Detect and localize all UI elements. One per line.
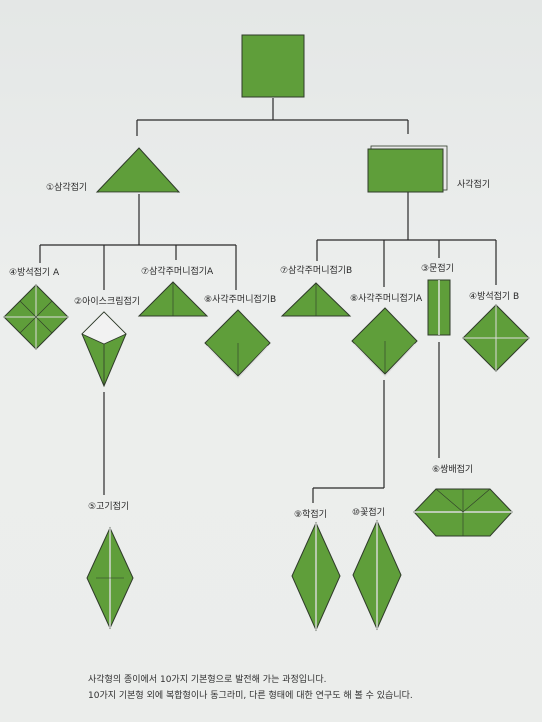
triangle-fold-shape <box>95 147 181 194</box>
label-door-fold: ③문접기 <box>421 264 454 274</box>
label-cushion-fold-a: ④방석접기 A <box>9 268 60 278</box>
fish-fold-shape <box>86 526 134 630</box>
label-crane-fold: ⑨학접기 <box>294 510 327 520</box>
caption-line-2: 10가지 기본형 외에 복합형이나 동그라미, 다른 형태에 대한 연구도 해 … <box>88 691 413 701</box>
triangle-pouch-b-shape <box>280 282 352 319</box>
label-square-fold: 사각접기 <box>457 180 491 190</box>
label-square-pouch-b: ⑧사각주머니접기B <box>204 295 277 305</box>
label-flower-fold: ⑩꽃접기 <box>352 508 385 518</box>
icecream-fold-shape <box>81 311 127 388</box>
label-cushion-fold-b: ④방석접기 B <box>469 292 520 302</box>
square-pouch-b-shape <box>204 309 271 379</box>
cushion-fold-a-shape <box>3 284 69 350</box>
double-boat-fold-shape <box>413 488 513 537</box>
label-square-pouch-a: ⑧사각주머니접기A <box>350 294 423 304</box>
label-boat-fold: ⑥쌍배접기 <box>432 465 474 475</box>
square-pouch-a-shape <box>351 307 418 377</box>
crane-fold-shape <box>291 521 341 632</box>
label-triangle-fold: ①삼각접기 <box>46 183 88 193</box>
door-fold-shape <box>427 279 451 336</box>
label-triangle-pouch-b: ⑦삼각주머니접기B <box>280 266 353 276</box>
label-triangle-pouch-a: ⑦삼각주머니접기A <box>141 267 214 277</box>
square-fold-shape <box>367 145 448 193</box>
paper-square-shape <box>241 34 305 98</box>
caption-line-1: 사각형의 종이에서 10가지 기본형으로 발전해 가는 과정입니다. <box>88 675 327 685</box>
cushion-fold-b-shape <box>462 304 530 372</box>
label-icecream-fold: ②아이스크림접기 <box>74 297 141 307</box>
label-fish-fold: ⑤고기접기 <box>88 502 130 512</box>
connector-lines <box>39 98 497 503</box>
flower-fold-shape <box>352 519 402 631</box>
triangle-pouch-a-shape <box>137 281 209 319</box>
